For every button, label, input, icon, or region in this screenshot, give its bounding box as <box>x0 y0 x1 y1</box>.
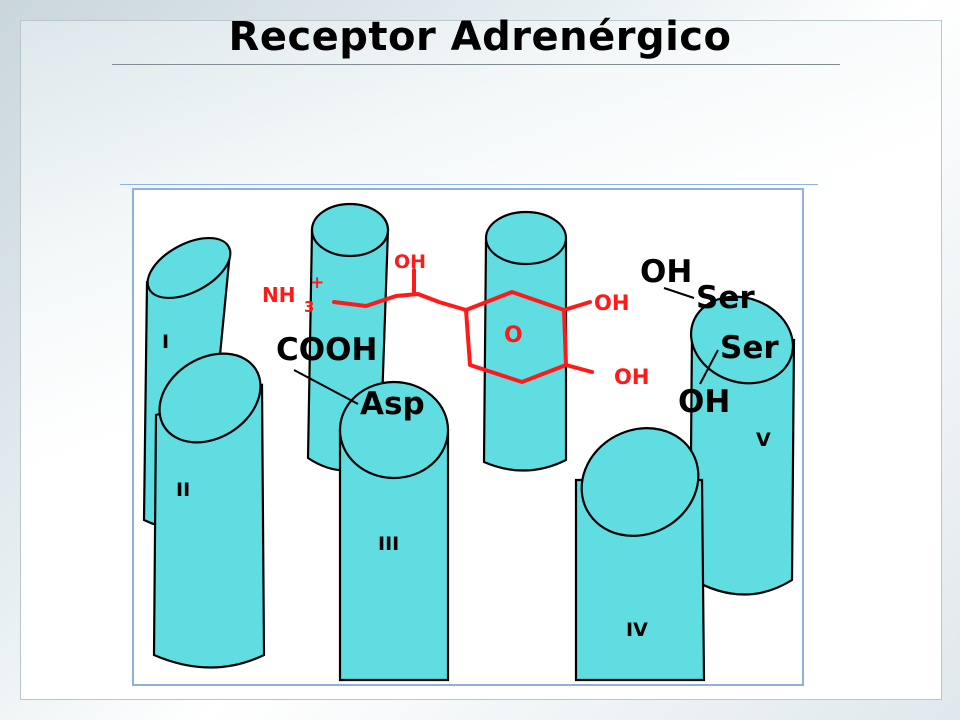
ring-oh2-bond <box>564 363 594 374</box>
ligand-ring-oh1: OH <box>594 291 629 315</box>
residue-ser-top: Ser <box>696 280 755 316</box>
oh-top-pointer <box>663 287 695 299</box>
helix-back-right <box>482 210 568 472</box>
cooh-pointer <box>293 369 359 405</box>
ligand-ring-oh2: OH <box>614 365 649 389</box>
adrenaline-ligand <box>332 268 594 384</box>
helix-iii <box>338 380 450 682</box>
figure-top-rule <box>120 184 818 185</box>
residue-asp: Asp <box>360 386 425 422</box>
residue-oh-bottom: OH <box>678 384 730 420</box>
title-underline <box>112 64 840 65</box>
helix-label-i: I <box>162 331 169 353</box>
helix-label-v: V <box>756 429 771 451</box>
helix-label-iii: III <box>378 533 399 555</box>
ligand-amine-sub: 3 <box>304 298 314 316</box>
helix-ii <box>152 352 266 669</box>
residue-ser-bottom: Ser <box>720 330 779 366</box>
helix-label-ii: II <box>176 479 190 501</box>
residue-cooh: COOH <box>276 332 377 368</box>
page-title: Receptor Adrenérgico <box>228 14 732 60</box>
residue-oh-top: OH <box>640 254 692 290</box>
receptor-figure: NH 3 + OH O OH OH I II III IV V COOH Asp <box>132 188 804 686</box>
ligand-side-oh: OH <box>394 251 426 273</box>
side-chain <box>332 292 468 312</box>
ring-oh1-bond <box>562 300 592 312</box>
ligand-ring-o: O <box>504 323 523 348</box>
ligand-amine-charge: + <box>310 273 324 293</box>
helix-iv <box>574 427 706 682</box>
receptor-diagram: NH 3 + OH O OH OH I II III IV V COOH Asp <box>142 202 796 682</box>
oh-bottom-pointer <box>699 349 719 385</box>
ligand-amine: NH <box>262 283 295 307</box>
helix-label-iv: IV <box>626 619 648 641</box>
